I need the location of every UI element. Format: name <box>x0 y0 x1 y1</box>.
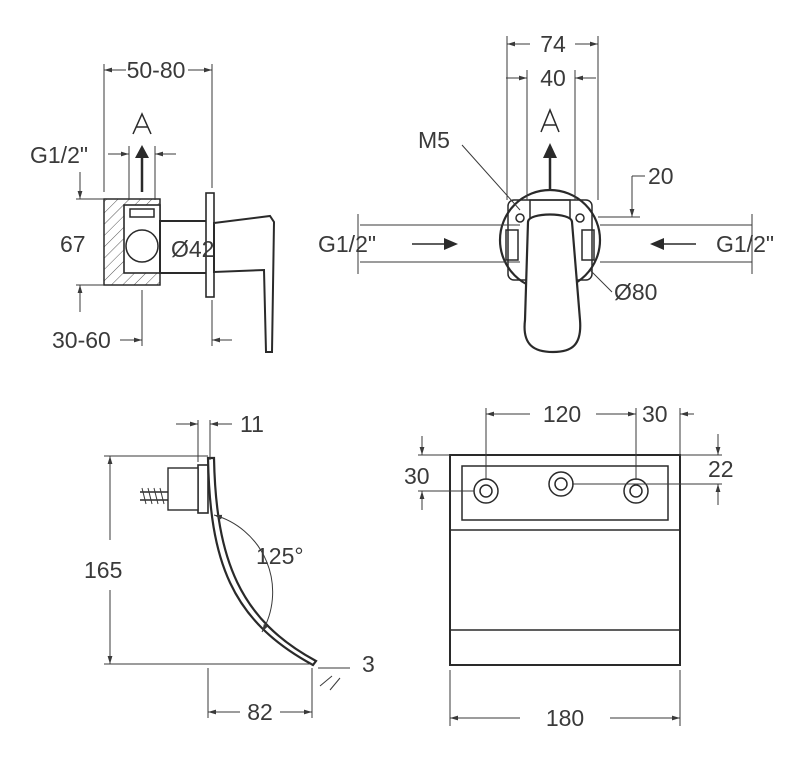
cartridge-body <box>159 220 213 274</box>
valve-port <box>125 229 159 263</box>
valve-top-nut <box>129 208 155 218</box>
panel-inset <box>461 465 669 521</box>
inlet-arrow-left-icon <box>444 238 458 250</box>
dim-screw: M5 <box>418 127 450 153</box>
dim-thickness: 11 <box>240 411 264 437</box>
panel-outline <box>449 454 681 666</box>
side-view: 50-80 G1/2" 67 Ø42 30-60 <box>30 57 276 353</box>
dim-panel-width: 180 <box>546 705 584 731</box>
dim-offset: 20 <box>648 163 674 189</box>
dim-body-diameter: Ø42 <box>171 236 214 262</box>
lever-front <box>523 213 582 354</box>
dim-left-offset: 30 <box>404 463 430 489</box>
dim-spout-height: 165 <box>84 557 122 583</box>
dim-right-margin: 30 <box>642 401 668 427</box>
spout-side-view: 11 165 125° 3 82 <box>84 411 375 725</box>
dim-inlet-left: G1/2" <box>318 231 376 257</box>
panel-view: 120 30 30 22 180 <box>404 401 734 731</box>
front-view: 74 40 M5 20 G1/2" G1/2" Ø80 <box>318 31 774 354</box>
flow-arrow-icon <box>543 143 557 158</box>
dim-depth-range: 30-60 <box>52 327 111 353</box>
screw-hole <box>575 213 585 223</box>
inlet-arrow-right-icon <box>650 238 664 250</box>
dim-lip: 3 <box>362 651 375 677</box>
dim-top-offset: 22 <box>708 456 734 482</box>
flow-label-a-icon <box>132 112 152 135</box>
dim-spacing: 120 <box>543 401 581 427</box>
dim-plate-diameter: Ø80 <box>614 279 657 305</box>
dim-width-range: 50-80 <box>127 57 186 83</box>
flow-arrow-icon <box>135 145 149 158</box>
dim-inlet-right: G1/2" <box>716 231 774 257</box>
lever-handle <box>213 214 276 353</box>
dim-side-inlet: G1/2" <box>30 142 88 168</box>
dim-width-outer: 74 <box>540 31 566 57</box>
dim-width-inner: 40 <box>540 65 566 91</box>
flow-label-a-icon <box>540 108 560 133</box>
dim-projection: 82 <box>247 699 273 725</box>
dim-height: 67 <box>60 231 86 257</box>
dim-angle: 125° <box>256 543 304 569</box>
screw-hole <box>515 213 525 223</box>
